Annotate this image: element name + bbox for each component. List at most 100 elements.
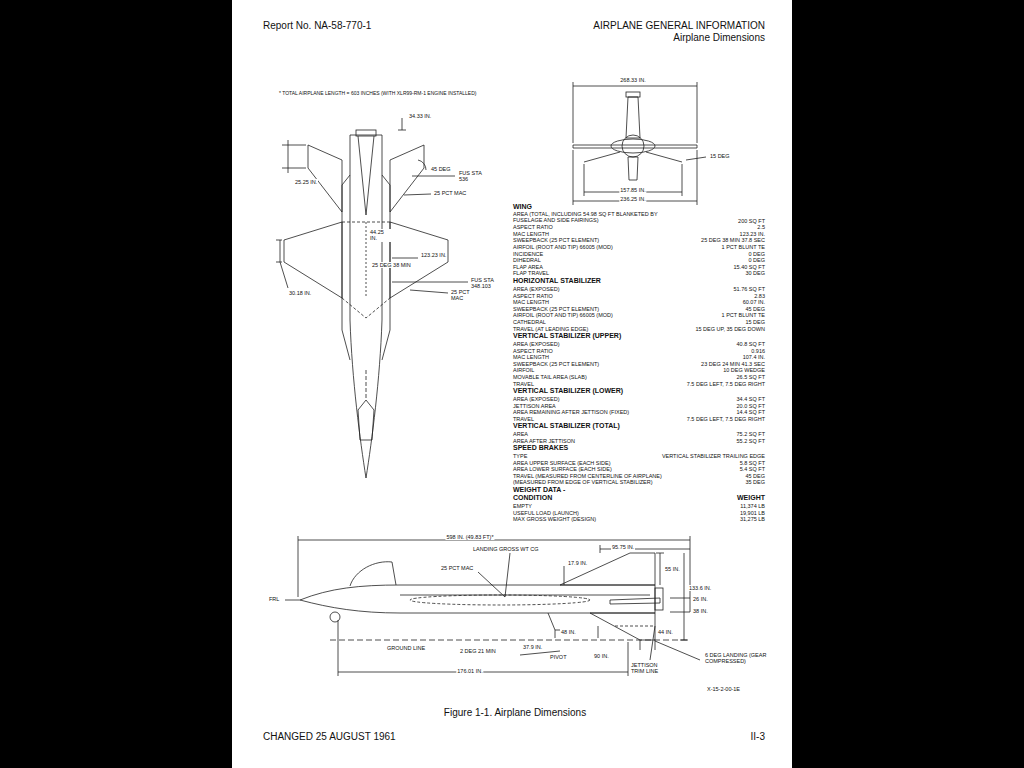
dimension-label: 95.75 IN. bbox=[611, 544, 635, 550]
spec-table-cell: 55.2 SQ FT bbox=[736, 438, 766, 444]
drawing-label: 123.23 IN. bbox=[420, 252, 447, 258]
figure-caption: Figure 1-1. Airplane Dimensions bbox=[443, 707, 587, 719]
spec-table-cell: 2.5 bbox=[756, 224, 766, 230]
dimension-label: 17.9 IN. bbox=[567, 560, 588, 566]
page-header-text: Report No. NA-58-770-1 bbox=[262, 20, 372, 32]
dimension-label: X-15-2-00-1E bbox=[706, 686, 741, 692]
spec-table-cell: 0 DEG bbox=[747, 257, 766, 263]
spec-table-cell: 30 DEG bbox=[744, 270, 766, 276]
dimension-label: 48 IN. bbox=[560, 629, 577, 635]
dimension-label: 176.01 IN. bbox=[456, 668, 483, 674]
spec-table-cell: MOVABLE TAIL AREA (SLAB) bbox=[512, 374, 588, 380]
drawing-label: 25.25 IN. bbox=[294, 179, 318, 185]
spec-table-cell: TRAVEL (MEASURED FROM CENTERLINE OF AIRP… bbox=[512, 473, 663, 479]
front-view bbox=[573, 82, 706, 205]
dimension-label: 38 IN. bbox=[692, 608, 709, 614]
drawing-label: 157.85 IN. bbox=[619, 187, 646, 193]
spec-table-cell: AIRFOIL bbox=[512, 367, 535, 373]
spec-table-cell: USEFUL LOAD (LAUNCH) bbox=[512, 510, 580, 516]
spec-table-cell: ASPECT RATIO bbox=[512, 224, 554, 230]
spec-table-cell: 0 DEG bbox=[747, 251, 766, 257]
dimension-label: 598 IN. (49.83 FT)* bbox=[445, 534, 494, 540]
dimension-label: 44 IN. bbox=[657, 629, 674, 635]
spec-table-cell: 10 DEG WEDGE bbox=[722, 367, 766, 373]
spec-table-cell: AREA (EXPOSED) bbox=[512, 286, 560, 292]
drawing-label: FUS STA 536 bbox=[458, 170, 486, 183]
dimension-label: 133.6 IN. bbox=[688, 585, 712, 591]
spec-table-cell: 11,374 LB bbox=[739, 503, 766, 509]
side-view bbox=[285, 536, 700, 676]
dimension-label: 37.9 IN. bbox=[522, 644, 543, 650]
spec-table-cell: 14.4 SQ FT bbox=[736, 409, 766, 415]
spec-table-cell: VERTICAL STABILIZER (UPPER) bbox=[512, 332, 622, 340]
spec-table-cell: AREA LOWER SURFACE (EACH SIDE) bbox=[512, 466, 613, 472]
spec-table-cell: SWEEPBACK (25 PCT ELEMENT) bbox=[512, 237, 600, 243]
spec-table-cell: AREA (EXPOSED) bbox=[512, 341, 560, 347]
spec-table-cell: 34.4 SQ FT bbox=[736, 396, 766, 402]
spec-table-cell: 35 DEG bbox=[744, 479, 766, 485]
dimension-label: PIVOT bbox=[549, 654, 568, 660]
page-header-text: Airplane Dimensions bbox=[672, 32, 766, 44]
spec-table-cell: MAC LENGTH bbox=[512, 299, 550, 305]
spec-table-cell: 7.5 DEG LEFT, 7.5 DEG RIGHT bbox=[686, 381, 766, 387]
spec-table-cell: 23 DEG 24 MIN 41.3 SEC bbox=[700, 361, 766, 367]
spec-table-cell: AREA (EXPOSED) bbox=[512, 396, 560, 402]
dimension-label: 25 PCT MAC bbox=[440, 565, 474, 571]
spec-table-cell: VERTICAL STABILIZER (TOTAL) bbox=[512, 422, 621, 430]
drawing-label: 44.25 IN. bbox=[369, 229, 393, 242]
spec-table-cell: VERTICAL STABILIZER TRAILING EDGE bbox=[661, 453, 766, 459]
drawing-label: 25 DEG 38 MIN bbox=[371, 262, 412, 268]
spec-table-cell: CATHEDRAL bbox=[512, 319, 547, 325]
spec-table-cell: FLAP AREA bbox=[512, 264, 544, 270]
dimension-label: JETTISON TRIM LINE bbox=[630, 662, 672, 675]
drawing-label: 236.25 IN. bbox=[619, 196, 646, 202]
spec-table-cell: 15 DEG UP, 35 DEG DOWN bbox=[694, 326, 766, 332]
spec-table-cell: 60.07 IN. bbox=[742, 299, 766, 305]
drawing-label: 15 DEG bbox=[709, 153, 731, 159]
spec-table-cell: SWEEPBACK (25 PCT ELEMENT) bbox=[512, 306, 600, 312]
spec-table-cell: 45 DEG bbox=[744, 306, 766, 312]
page-header-text: CHANGED 25 AUGUST 1961 bbox=[262, 731, 397, 743]
spec-table-cell: 0.916 bbox=[750, 348, 766, 354]
page bbox=[232, 0, 792, 768]
spec-table-cell: ASPECT RATIO bbox=[512, 293, 554, 299]
spec-table-cell: 25 DEG 38 MIN 37.8 SEC bbox=[700, 237, 766, 243]
spec-table-cell: 40.8 SQ FT bbox=[736, 341, 766, 347]
drawing-label: 25 PCT MAC bbox=[450, 289, 474, 302]
spec-table-cell: INCIDENCE bbox=[512, 251, 544, 257]
dimension-label: 26 IN. bbox=[692, 596, 709, 602]
spec-table-cell: 51.76 SQ FT bbox=[733, 286, 767, 292]
spec-table-cell: AREA REMAINING AFTER JETTISON (FIXED) bbox=[512, 409, 630, 415]
spec-table-cell: 1 PCT BLUNT TE bbox=[721, 244, 766, 250]
dimension-label: 55 IN. bbox=[664, 566, 681, 572]
drawing-label: FUS STA 348.103 bbox=[470, 277, 508, 290]
spec-table-cell: 31,275 LB bbox=[739, 516, 766, 522]
dimension-label: GROUND LINE bbox=[386, 645, 426, 651]
drawing-label: 25 PCT MAC bbox=[433, 190, 467, 196]
spec-table-cell: DIHEDRAL bbox=[512, 257, 542, 263]
spec-table-cell: (MEASURED FROM EDGE OF VERTICAL STABILIZ… bbox=[512, 479, 654, 485]
spec-table-cell: 200 SQ FT bbox=[737, 218, 766, 224]
spec-table-cell: MAX GROSS WEIGHT (DESIGN) bbox=[512, 516, 597, 522]
spec-table-cell: EMPTY bbox=[512, 503, 533, 509]
spec-table-cell: AREA (TOTAL, INCLUDING 54.98 SQ FT BLANK… bbox=[512, 211, 672, 224]
spec-table-cell: TYPE bbox=[512, 453, 528, 459]
spec-table-cell: SPEED BRAKES bbox=[512, 444, 569, 452]
spec-table-cell: 26.5 SQ FT bbox=[736, 374, 766, 380]
spec-table-cell: JETTISON AREA bbox=[512, 403, 557, 409]
spec-table-cell: 5.8 SQ FT bbox=[739, 460, 766, 466]
page-heading: AIRPLANE GENERAL INFORMATION bbox=[592, 20, 766, 32]
spec-table-cell: 15.40 SQ FT bbox=[733, 264, 767, 270]
drawing-label: * TOTAL AIRPLANE LENGTH = 603 INCHES (WI… bbox=[278, 91, 477, 97]
spec-table-cell: 20.0 SQ FT bbox=[736, 403, 766, 409]
spec-table-cell: AREA bbox=[512, 431, 529, 437]
spec-table-cell: FLAP TRAVEL bbox=[512, 270, 550, 276]
spec-table-cell: AIRFOIL (ROOT AND TIP) 66005 (MOD) bbox=[512, 312, 614, 318]
drawing-label: 45 DEG bbox=[430, 166, 452, 172]
spec-table-cell: 1 PCT BLUNT TE bbox=[721, 312, 766, 318]
dimension-label: 6 DEG LANDING (GEAR COMPRESSED) bbox=[704, 652, 768, 665]
dimension-label: FRL bbox=[268, 596, 280, 602]
drawing-label: 268.33 IN. bbox=[619, 77, 646, 83]
spec-table-cell: MAC LENGTH bbox=[512, 354, 550, 360]
spec-table-cell: MAC LENGTH bbox=[512, 231, 550, 237]
